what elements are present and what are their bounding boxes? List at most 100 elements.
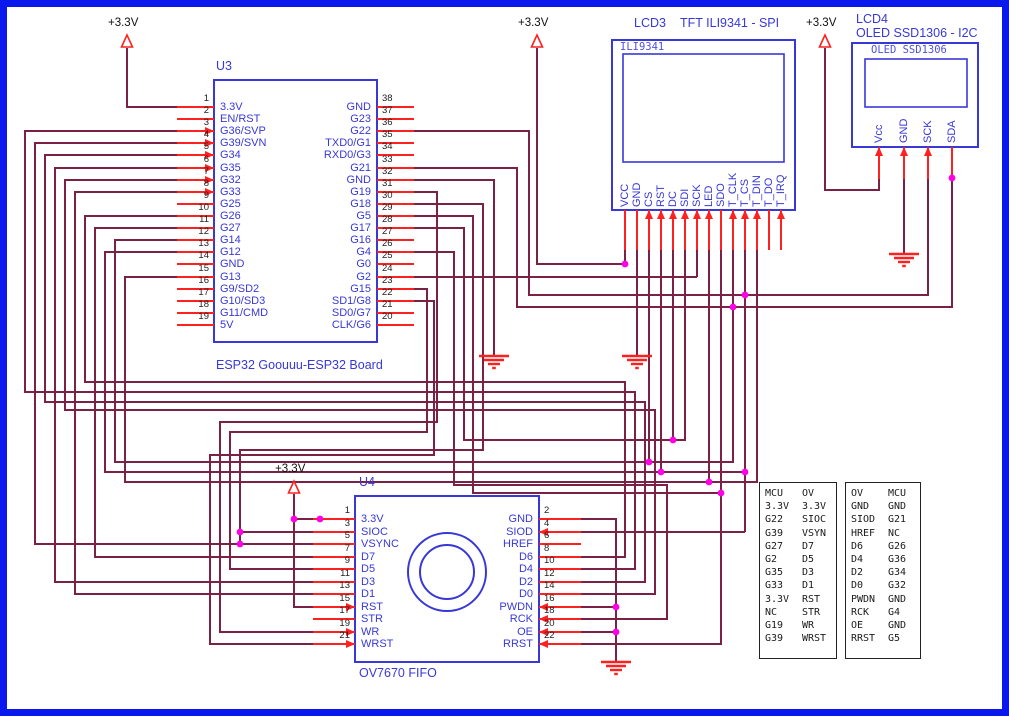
- esp32-pin-label: G0: [356, 258, 371, 270]
- camera-pin-number: 8: [544, 543, 550, 554]
- camera-pin-label: PWDN: [499, 601, 533, 613]
- lcd3-pin-label: SDO: [715, 183, 727, 207]
- camera-pin-number: 12: [544, 568, 555, 579]
- esp32-pin-label: G5: [356, 210, 371, 222]
- esp32-board-label: ESP32 Goouuu-ESP32 Board: [216, 358, 383, 372]
- wire-layer: [24, 33, 979, 676]
- camera-pin-number: 5: [344, 530, 350, 541]
- esp32-pin-number: 27: [382, 226, 393, 237]
- esp32-pin-label: 3.3V: [220, 101, 243, 113]
- power-ground-symbols: [120, 33, 919, 676]
- esp32-pin-number: 33: [382, 154, 393, 165]
- oled-title: OLED SSD1306 - I2C: [856, 26, 978, 40]
- lcd3-pin-label: RST: [655, 185, 667, 207]
- power-rail-label: +3.3V: [275, 463, 306, 475]
- esp32-pin-label: GND: [220, 258, 245, 270]
- camera-pin-label: D5: [361, 563, 376, 575]
- esp32-pin-number: 29: [382, 202, 393, 213]
- camera-board-label: OV7670 FIFO: [359, 666, 437, 680]
- esp32-pin-number: 19: [198, 311, 209, 322]
- power-rail-label: +3.3V: [806, 17, 837, 29]
- oled-pin-label: GND: [898, 118, 910, 143]
- esp32-pin-number: 17: [198, 287, 209, 298]
- camera-pin-label: 3.3V: [361, 513, 384, 525]
- esp32-pin-label: G39/SVN: [220, 137, 267, 149]
- camera-pin-label: RRST: [503, 638, 533, 650]
- esp32-pin-number: 8: [203, 178, 209, 189]
- lcd3-pin-label: T_CS: [739, 178, 751, 207]
- esp32-pin-number: 18: [198, 299, 209, 310]
- lcd3-pin-label: T_IRQ: [775, 174, 787, 207]
- lcd3-pin-label: CS: [643, 191, 655, 207]
- esp32-pin-number: 25: [382, 250, 393, 261]
- esp32-pin-number: 12: [198, 226, 209, 237]
- power-rail-label: +3.3V: [108, 17, 139, 29]
- camera-pin-number: 13: [339, 580, 350, 591]
- camera-pin-label: D1: [361, 588, 376, 600]
- esp32-pin-number: 36: [382, 117, 393, 128]
- esp32-pin-label: G12: [220, 246, 241, 258]
- camera-pin-number: 18: [544, 605, 555, 616]
- esp32-pin-label: GND: [346, 174, 371, 186]
- esp32-pin-number: 32: [382, 166, 393, 177]
- lcd3-pin-label: T_DO: [763, 177, 775, 207]
- esp32-pin-label: SD1/G8: [331, 295, 371, 307]
- lcd3-pin-label: SDI: [679, 188, 691, 207]
- camera-pin-label: VSYNC: [361, 538, 399, 550]
- camera-pin-number: 17: [339, 605, 350, 616]
- camera-pin-number: 4: [544, 518, 550, 529]
- esp32-pin-number: 15: [198, 263, 209, 274]
- oled-pin-label: SDA: [946, 120, 958, 143]
- oled-chip-label: OLED SSD1306: [871, 44, 947, 56]
- camera-pin-label: RST: [361, 601, 383, 613]
- esp32-pin-label: G19: [350, 186, 371, 198]
- lcd3-pin-label: DC: [667, 191, 679, 207]
- esp32-pin-number: 16: [198, 275, 209, 286]
- esp32-pin-label: G23: [350, 113, 371, 125]
- camera-pin-label: SIOD: [506, 526, 533, 538]
- camera-pin-label: D3: [361, 576, 376, 588]
- camera-pin-number: 16: [544, 593, 555, 604]
- esp32-pin-number: 38: [382, 93, 393, 104]
- camera-pin-label: WRST: [361, 638, 394, 650]
- camera-pin-label: OE: [517, 626, 533, 638]
- camera-pin-label: RCK: [509, 613, 533, 625]
- lcd3-chip-label: ILI9341: [620, 41, 665, 53]
- camera-pin-number: 21: [339, 630, 350, 641]
- esp32-pin-number: 5: [203, 141, 209, 152]
- esp32-pin-label: G14: [220, 234, 241, 246]
- esp32-pin-number: 10: [198, 202, 209, 213]
- esp32-pin-label: G10/SD3: [220, 295, 266, 307]
- esp32-pin-label: GND: [346, 101, 371, 113]
- esp32-pin-number: 23: [382, 275, 393, 286]
- esp32-pin-number: 26: [382, 238, 393, 249]
- lcd3-title: TFT ILI9341 - SPI: [680, 16, 780, 30]
- camera-pin-label: D4: [518, 563, 533, 575]
- camera-pin-number: 6: [544, 530, 550, 541]
- esp32-pin-label: G34: [220, 149, 241, 161]
- esp32-pin-label: G15: [350, 283, 371, 295]
- oled-designator: LCD4: [856, 12, 888, 26]
- esp32-pin-label: G17: [350, 222, 371, 234]
- esp32-pin-number: 31: [382, 178, 393, 189]
- camera-pin-label: D7: [361, 551, 376, 563]
- esp32-pin-label: G11/CMD: [220, 307, 269, 319]
- camera-pin-number: 3: [344, 518, 350, 529]
- esp32-pin-label: G13: [220, 271, 241, 283]
- esp32-pin-label: G35: [220, 162, 241, 174]
